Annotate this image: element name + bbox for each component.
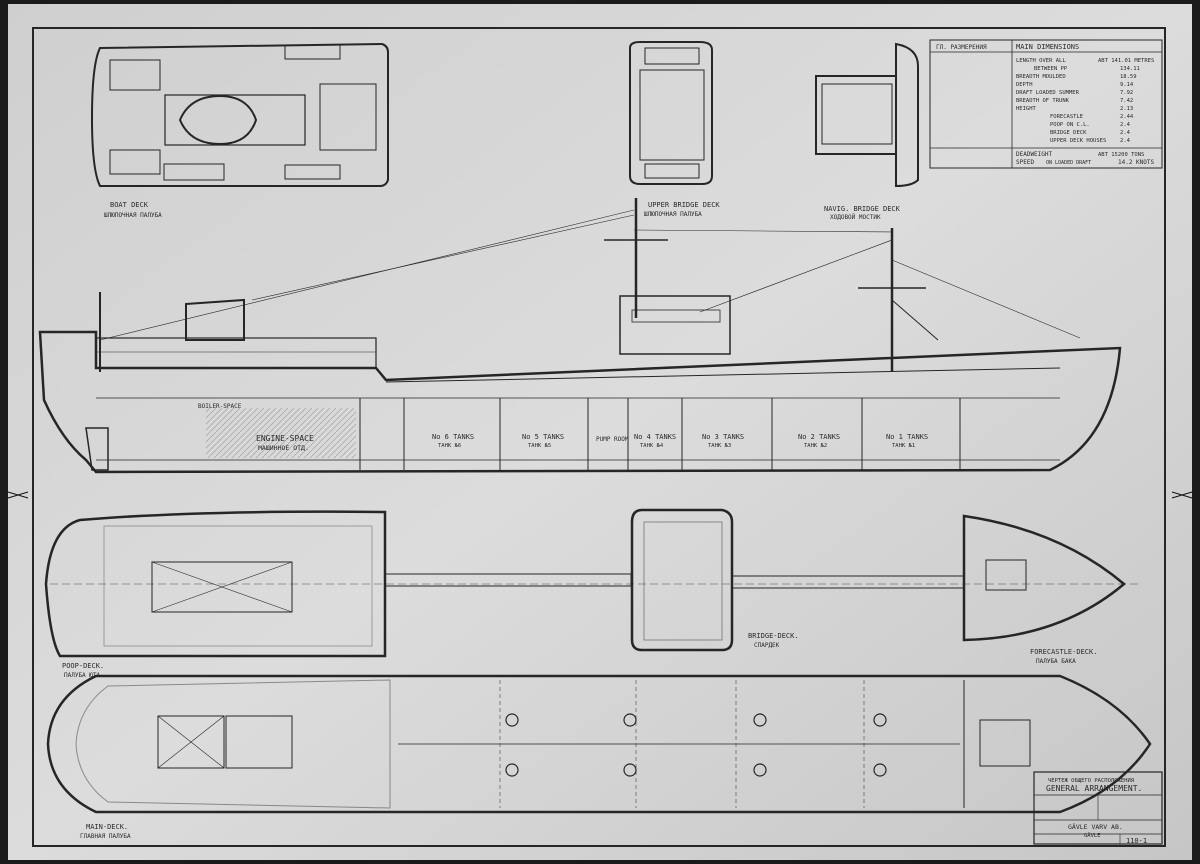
engine-space-label: ENGINE-SPACE: [256, 434, 314, 443]
tank-labels: No 6 TANKS ТАНК №6 No 5 TANKS ТАНК №5 No…: [432, 433, 928, 449]
dim-label: BREADTH MOULDED: [1016, 74, 1066, 80]
bridge-deck-label: BRIDGE-DECK.: [748, 632, 799, 640]
title-main: GENERAL ARRANGEMENT.: [1046, 784, 1142, 793]
main-deck-label-ru: ГЛАВНАЯ ПАЛУБА: [80, 833, 131, 840]
tank-label-ru: ТАНК №3: [708, 443, 731, 449]
title-block: [1033, 771, 1163, 845]
tank-label: No 3 TANKS: [702, 433, 744, 441]
dim-value: 2.4: [1120, 130, 1131, 136]
dim-value: 2.4: [1120, 122, 1131, 128]
title-ru: ЧЕРТЕЖ ОБЩЕГО РАСПОЛОЖЕНИЯ: [1048, 778, 1135, 784]
boat-deck-label: BOAT DECK: [110, 201, 149, 209]
pump-room-label: PUMP ROOM: [596, 436, 629, 443]
tank-label-ru: ТАНК №4: [640, 443, 664, 449]
poop-deck-label-ru: ПАЛУБА ЮТА: [64, 672, 101, 679]
speed-value: 14.2 KNOTS: [1118, 159, 1155, 166]
tank-label: No 6 TANKS: [432, 433, 474, 441]
dimensions-rows: LENGTH OVER ALL ABT 141.01 METRES BETWEE…: [1016, 58, 1155, 166]
speed-note: ON LOADED DRAFT: [1046, 160, 1091, 166]
dim-label: LENGTH OVER ALL: [1016, 58, 1066, 64]
dim-value: 9.14: [1120, 82, 1134, 88]
boat-deck-label-ru: ШЛЮПОЧНАЯ ПАЛУБА: [104, 212, 162, 219]
dim-label: BETWEEN PP: [1034, 66, 1068, 72]
dim-value: 7.92: [1120, 90, 1133, 96]
engine-space-label-ru: МАШИННОЕ ОТД.: [258, 444, 309, 452]
deck-plans-middle: [44, 508, 1140, 658]
dim-label: BREADTH OF TRUNK: [1016, 98, 1070, 104]
dim-label: BRIDGE DECK: [1050, 130, 1087, 136]
navig-bridge-deck-label-ru: ХОДОВОЙ МОСТИК: [830, 214, 881, 221]
deadweight-value: ABT 15200 TONS: [1098, 152, 1144, 158]
dim-value: 2.44: [1120, 114, 1134, 120]
main-deck-plan: [46, 674, 1152, 814]
tank-label-ru: ТАНК №5: [528, 443, 551, 449]
dim-value: 7.42: [1120, 98, 1133, 104]
dim-label: UPPER DECK HOUSES: [1050, 138, 1106, 144]
tank-label: No 1 TANKS: [886, 433, 928, 441]
tank-label: No 5 TANKS: [522, 433, 564, 441]
speed-label: SPEED: [1016, 159, 1034, 166]
upper-bridge-deck-label-ru: ШЛЮПОЧНАЯ ПАЛУБА: [644, 211, 702, 218]
main-deck-label: MAIN-DECK.: [86, 823, 128, 831]
navig-bridge-deck-plan: [815, 42, 919, 188]
boiler-space-label: BOILER-SPACE: [198, 403, 242, 410]
boat-deck-plan: [90, 42, 389, 187]
deadweight-label: DEADWEIGHT: [1016, 151, 1053, 158]
dim-value: 134.11: [1120, 66, 1140, 72]
dim-label: POOP ON C.L.: [1050, 122, 1090, 128]
drawing-border: [32, 27, 1166, 847]
dim-label: FORECASTLE: [1050, 114, 1083, 120]
poop-deck-label: POOP-DECK.: [62, 662, 104, 670]
tank-label-ru: ТАНК №1: [892, 443, 915, 449]
dim-label: HEIGHT: [1016, 106, 1037, 112]
tank-label: No 2 TANKS: [798, 433, 840, 441]
forecastle-deck-label-ru: ПАЛУБА БАКА: [1036, 658, 1076, 665]
upper-bridge-deck-plan: [629, 41, 713, 185]
dim-value: 2.13: [1120, 106, 1133, 112]
dim-value: 2.4: [1120, 138, 1131, 144]
company-name: GÄVLE VARV AB.: [1068, 822, 1123, 831]
tank-label-ru: ТАНК №6: [438, 443, 461, 449]
dim-label: DRAFT LOADED SUMMER: [1016, 90, 1080, 96]
dimensions-title-ru: ГЛ. РАЗМЕРЕНИЯ: [936, 44, 987, 51]
forecastle-deck-label: FORECASTLE-DECK.: [1030, 648, 1097, 656]
main-dimensions-table: [929, 39, 1163, 169]
dim-value: ABT 141.01 METRES: [1098, 58, 1154, 64]
bridge-deck-label-ru: СПАРДЕК: [754, 642, 780, 649]
dim-value: 18.59: [1120, 74, 1137, 80]
drawing-number: 110-1: [1126, 837, 1147, 845]
ship-profile: [38, 198, 1122, 474]
tank-label: No 4 TANKS: [634, 433, 676, 441]
upper-bridge-deck-label: UPPER BRIDGE DECK: [648, 201, 720, 209]
dimensions-title: MAIN DIMENSIONS: [1016, 43, 1079, 51]
company-city: GÄVLE: [1084, 832, 1101, 839]
navig-bridge-deck-label: NAVIG. BRIDGE DECK: [824, 205, 901, 213]
dim-label: DEPTH: [1016, 82, 1033, 88]
tank-label-ru: ТАНК №2: [804, 443, 827, 449]
paper-sheet: [8, 4, 1192, 860]
